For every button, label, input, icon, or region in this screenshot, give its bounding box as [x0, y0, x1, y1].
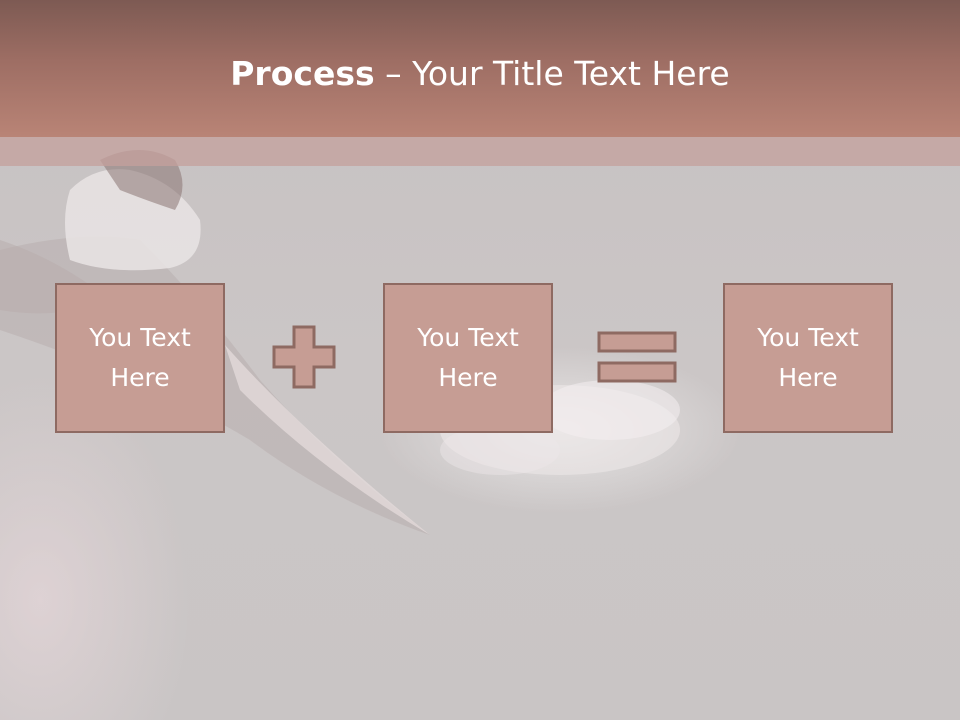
header-band [0, 0, 960, 137]
process-box-3: You Text Here [723, 283, 893, 433]
plus-icon [272, 325, 336, 389]
equals-icon [597, 331, 677, 383]
header-strip [0, 137, 960, 166]
process-box-1: You Text Here [55, 283, 225, 433]
title-bold: Process [230, 54, 375, 93]
title-rest: – Your Title Text Here [374, 54, 730, 93]
slide-title: Process – Your Title Text Here [0, 52, 960, 96]
process-box-2: You Text Here [383, 283, 553, 433]
